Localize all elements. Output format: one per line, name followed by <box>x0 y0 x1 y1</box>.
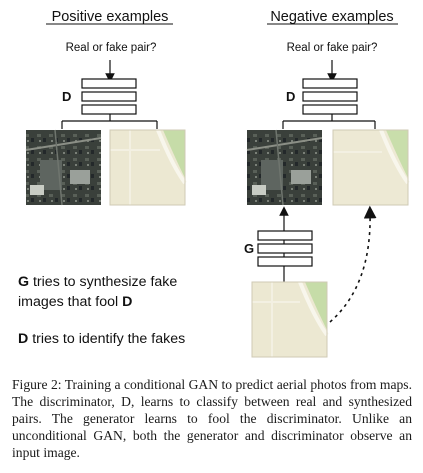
generator-description: G tries to synthesize fake images that f… <box>18 272 177 312</box>
g-description-line1: tries to synthesize fake <box>29 274 178 290</box>
negative-examples-header: Negative examples <box>270 9 393 25</box>
generator <box>257 206 313 282</box>
input-to-negative-dashed-arrow <box>329 205 377 323</box>
g-description-line2: images that fool <box>18 294 123 310</box>
g-description-d-bold: D <box>122 294 133 310</box>
positive-satellite-image <box>25 129 102 206</box>
figure-caption: Figure 2: Training a conditional GAN to … <box>12 377 412 460</box>
input-map-image <box>251 281 329 358</box>
discriminator-description: D tries to identify the fakes <box>18 329 185 349</box>
negative-discriminator <box>282 60 376 129</box>
negative-satellite-image <box>246 129 323 206</box>
d-description-text: tries to identify the fakes <box>28 331 186 347</box>
positive-question-label: Real or fake pair? <box>66 42 157 54</box>
g-bold-label: G <box>18 274 30 290</box>
negative-question-label: Real or fake pair? <box>287 42 378 54</box>
gan-training-diagram: Positive examples Negative examples Real… <box>25 9 410 358</box>
d-bold-label: D <box>18 331 29 347</box>
positive-discriminator <box>61 60 158 129</box>
negative-generated-map-image <box>332 129 410 206</box>
negative-d-label: D <box>286 89 295 104</box>
positive-examples-header: Positive examples <box>52 9 169 25</box>
positive-d-label: D <box>62 89 71 104</box>
generator-g-label: G <box>244 241 254 256</box>
positive-map-image <box>109 129 187 206</box>
